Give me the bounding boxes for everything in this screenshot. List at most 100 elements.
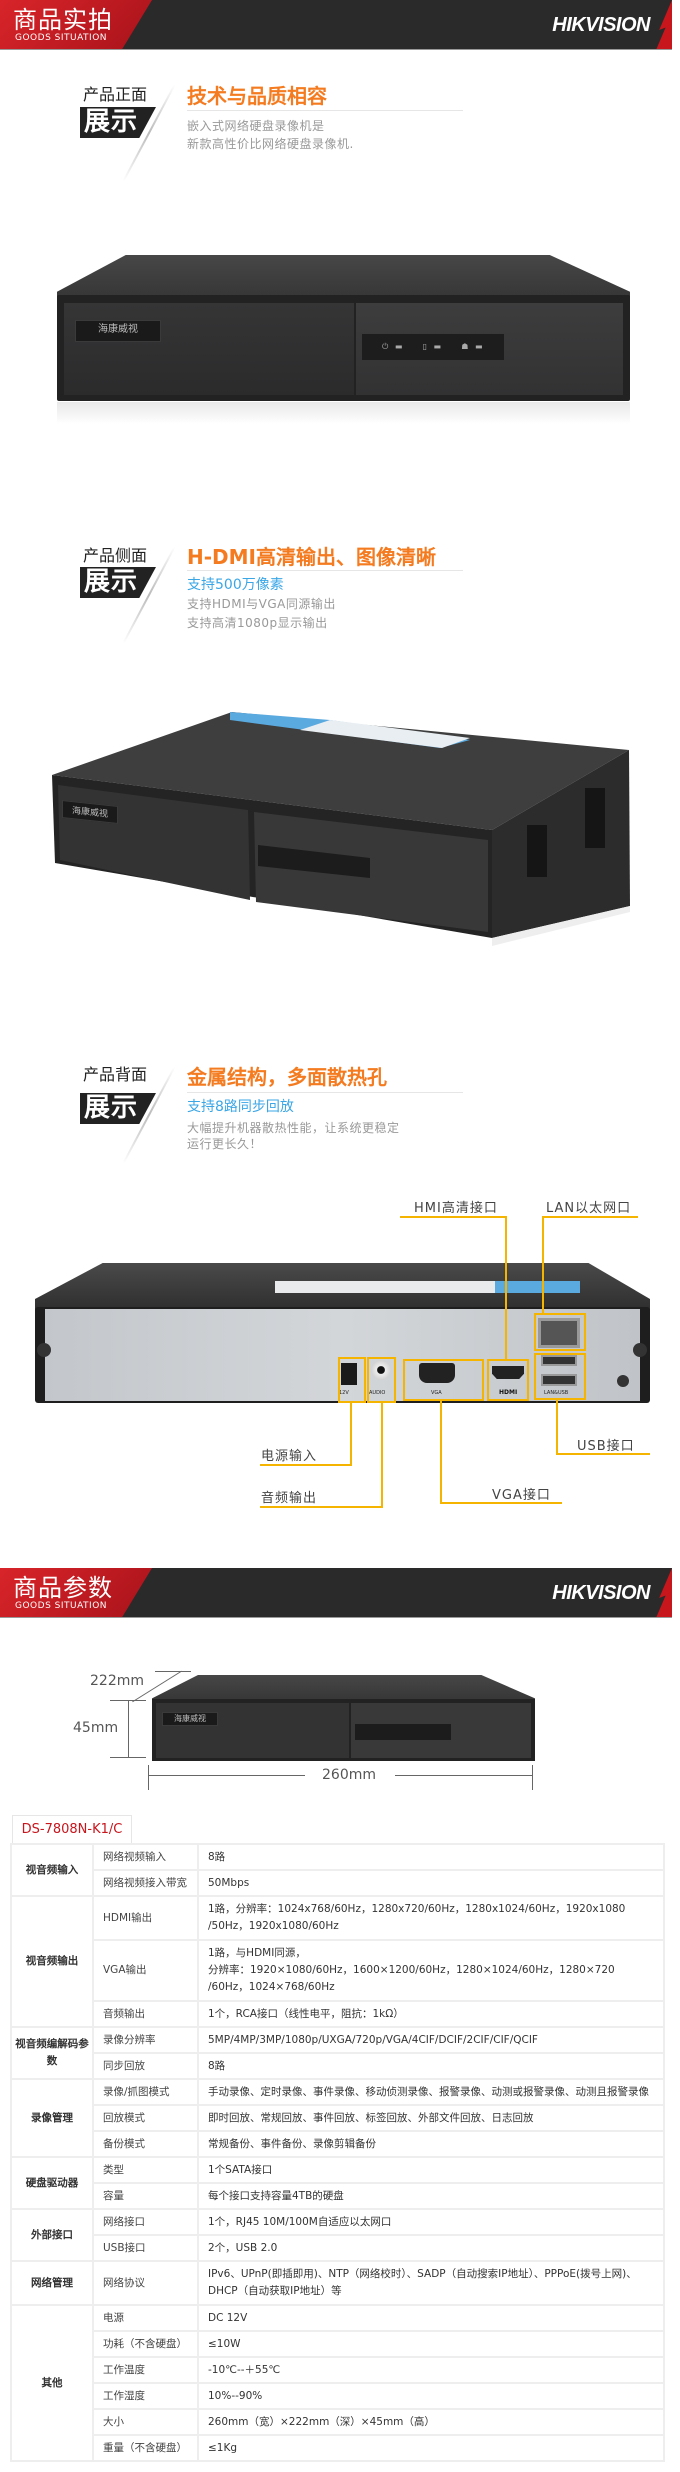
spec-group: 其他	[10, 2304, 94, 2462]
brand-slash-icon	[656, 1568, 672, 1617]
spec-value-line: 8路	[208, 1850, 226, 1863]
spec-key: 重量（不含硬盘）	[92, 2434, 199, 2462]
spec-value-line: 1路，分辨率：1024x768/60Hz，1280x720/60Hz，1280x…	[208, 1903, 626, 1915]
spec-key: HDMI输出	[92, 1895, 199, 1941]
section-header-photos: 商品实拍 GOODS SITUATION HIKVISION	[0, 0, 672, 50]
section-label-box: 展示	[80, 567, 156, 598]
section-text-line: 支持高清1080p显示输出	[187, 616, 328, 630]
spec-value: 1路，分辨率：1024x768/60Hz，1280x720/60Hz，1280x…	[197, 1895, 665, 1941]
spec-value-line: /60Hz，1024×768/60Hz	[208, 1981, 335, 1993]
spec-row: 容量每个接口支持容量4TB的硬盘	[11, 2182, 665, 2210]
spec-value: DC 12V	[197, 2304, 665, 2332]
spec-value-line: DC 12V	[208, 2311, 248, 2324]
spec-value-line: ≤10W	[208, 2337, 241, 2350]
spec-group: 网络管理	[10, 2260, 94, 2306]
section-label: 产品背面	[83, 1065, 148, 1084]
product-dimension-image	[152, 1675, 535, 1765]
section-heading: 技术与品质相容	[187, 84, 327, 108]
spec-group: 硬盘驱动器	[10, 2156, 94, 2210]
spec-value: 每个接口支持容量4TB的硬盘	[197, 2182, 665, 2210]
spec-key: 音频输出	[92, 2000, 199, 2028]
spec-key: 录像分辨率	[92, 2026, 199, 2054]
brand-logo: HIKVISION	[552, 14, 650, 36]
hdmi-port-highlight	[487, 1359, 529, 1401]
heading-divider	[187, 1092, 463, 1093]
section-header-params: 商品参数 GOODS SITUATION HIKVISION	[0, 1568, 672, 1618]
spec-value-line: 即时回放、常规回放、事件回放、标签回放、外部文件回放、日志回放	[208, 2111, 534, 2124]
section-heading: 金属结构，多面散热孔	[187, 1065, 387, 1089]
spec-value: 1个SATA接口	[197, 2156, 665, 2184]
header-subtitle: GOODS SITUATION	[15, 33, 108, 43]
spec-value-line: ≤1Kg	[208, 2441, 238, 2454]
spec-value: 5MP/4MP/3MP/1080p/UXGA/720p/VGA/4CIF/DCI…	[197, 2026, 665, 2054]
spec-value: 2个，USB 2.0	[197, 2234, 665, 2262]
power-port-highlight	[338, 1357, 366, 1403]
spec-key: 大小	[92, 2408, 199, 2436]
header-title: 商品参数	[13, 1574, 113, 1602]
device-logo: 海康威视	[75, 320, 161, 342]
spec-row: 录像管理录像/抓图模式手动录像、定时录像、事件录像、移动侦测录像、报警录像、动测…	[10, 2078, 665, 2158]
section-text-line: 支持HDMI与VGA同源输出	[187, 597, 336, 611]
heading-divider	[187, 110, 463, 111]
usb-port-highlight	[534, 1353, 586, 1400]
spec-value-line: 8路	[208, 2059, 226, 2072]
spec-key: 工作湿度	[92, 2382, 199, 2410]
spec-value: IPv6、UPnP(即插即用)、NTP（网络校时）、SADP（自动搜索IP地址）…	[197, 2260, 665, 2306]
spec-value: 8路	[197, 1843, 665, 1871]
spec-key: USB接口	[92, 2234, 199, 2262]
port-label-power: 12V	[339, 1390, 349, 1396]
spec-key: 类型	[92, 2156, 199, 2184]
spec-value-line: 每个接口支持容量4TB的硬盘	[208, 2189, 344, 2202]
spec-group: 视音频输入	[10, 1843, 94, 1897]
brand-slash-icon	[656, 0, 672, 49]
spec-value-line: IPv6、UPnP(即插即用)、NTP（网络校时）、SADP（自动搜索IP地址）…	[208, 2268, 637, 2280]
lan-port-highlight	[534, 1313, 586, 1351]
section-text-line: 嵌入式网络硬盘录像机是	[187, 119, 325, 133]
product-back-image: 12V AUDIO VGA HDMI LAN&USB	[35, 1263, 650, 1403]
spec-value: 1个，RJ45 10M/100M自适应以太网口	[197, 2208, 665, 2236]
spec-row: 重量（不含硬盘） ≤1Kg	[11, 2434, 665, 2462]
spec-value-line: 2个，USB 2.0	[208, 2241, 278, 2254]
spec-key: 回放模式	[92, 2104, 199, 2132]
spec-value: 8路	[197, 2052, 665, 2080]
product-side-image	[52, 712, 630, 946]
spec-row: 硬盘驱动器类型 1个SATA接口	[10, 2156, 665, 2210]
callout-audio: 音频输出	[261, 1491, 318, 1506]
spec-row: 回放模式即时回放、常规回放、事件回放、标签回放、外部文件回放、日志回放	[11, 2104, 665, 2132]
spec-value: ≤1Kg	[197, 2434, 665, 2462]
spec-value: 1个，RCA接口（线性电平，阻抗：1kΩ）	[197, 2000, 665, 2028]
header-red-tab	[0, 1568, 152, 1617]
dimension-height: 45mm	[73, 1720, 119, 1736]
spec-value: ≤10W	[197, 2330, 665, 2358]
spec-key: VGA输出	[92, 1939, 199, 2002]
spec-value-line: 1个SATA接口	[208, 2163, 273, 2176]
spec-value: 手动录像、定时录像、事件录像、移动侦测录像、报警录像、动测或报警录像、动测且报警…	[197, 2078, 665, 2106]
dimension-width: 260mm	[322, 1767, 376, 1783]
spec-group: 视音频输出	[10, 1895, 94, 2028]
section-label: 产品侧面	[83, 546, 148, 565]
spec-key: 网络接口	[92, 2208, 199, 2236]
spec-value-line: 常规备份、事件备份、录像剪辑备份	[208, 2137, 376, 2150]
spec-key: 功耗（不含硬盘）	[92, 2330, 199, 2358]
spec-row: 功耗（不含硬盘） ≤10W	[11, 2330, 665, 2358]
header-subtitle: GOODS SITUATION	[15, 1601, 108, 1611]
model-tab: DS-7808N-K1/C	[12, 1815, 132, 1844]
callout-vga: VGA接口	[492, 1488, 551, 1503]
section-heading: H-DMI高清输出、图像清晰	[187, 545, 436, 569]
spec-value-line: DHCP（自动获取IP地址）等	[208, 2285, 342, 2297]
spec-value: 260mm（宽）×222mm（深）×45mm（高）	[197, 2408, 665, 2436]
spec-value: 常规备份、事件备份、录像剪辑备份	[197, 2130, 665, 2158]
callout-usb: USB接口	[577, 1439, 635, 1454]
spec-group: 外部接口	[10, 2208, 94, 2262]
